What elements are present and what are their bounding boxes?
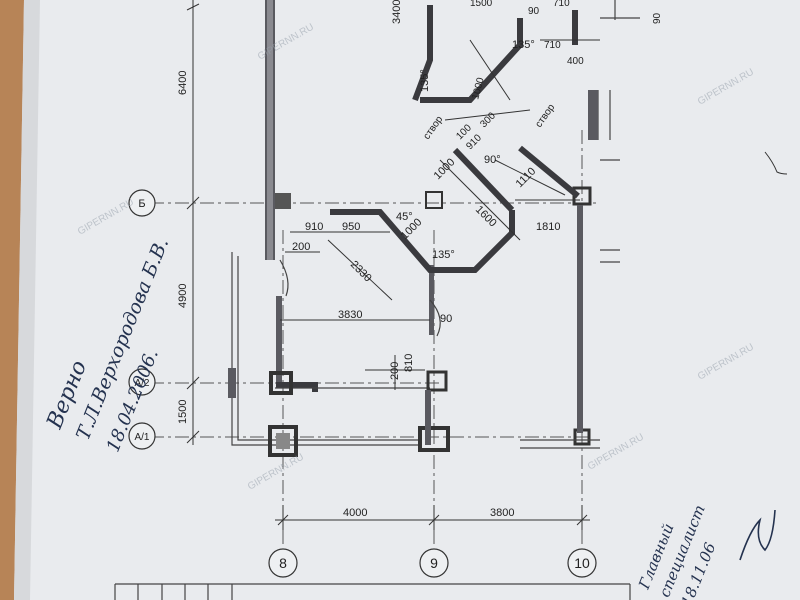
svg-text:А/2: А/2	[134, 378, 149, 389]
dim-910: 910	[305, 221, 323, 233]
axis-bubble-col-9: 9	[419, 548, 449, 578]
room-dimension-lines	[280, 39, 600, 390]
dim-200b: 200	[389, 362, 401, 380]
dim-top-90-a: 90	[528, 6, 540, 17]
angle-135-mid: 135°	[432, 249, 455, 261]
angle-135-top: 135°	[512, 39, 535, 51]
dim-1810: 1810	[536, 221, 560, 233]
axis-bubble-col-8: 8	[268, 548, 298, 578]
dim-710: 710	[544, 40, 561, 51]
dim-1500: 1500	[177, 400, 189, 424]
walls	[228, 0, 640, 457]
title-block-strip	[114, 583, 631, 600]
dim-3800: 3800	[490, 507, 514, 519]
angle-90: 90°	[484, 154, 501, 166]
dim-90-mid: 90	[440, 313, 452, 325]
dim-4900: 4900	[177, 284, 189, 308]
svg-text:9: 9	[430, 555, 438, 571]
axis-bubble-row-a2: А/2	[128, 368, 156, 396]
left-dimension-chain: 6400 4900 1500 3400	[177, 0, 403, 445]
axis-bubble-row-a1: А/1	[128, 422, 156, 450]
svg-text:10: 10	[574, 555, 590, 571]
dim-6400: 6400	[177, 71, 189, 95]
dim-950: 950	[342, 221, 360, 233]
dim-top-90-b: 90	[652, 12, 663, 24]
svg-text:8: 8	[279, 555, 287, 571]
signature-right	[739, 509, 776, 561]
dim-810: 810	[403, 354, 415, 372]
axis-bubble-row-b: Б	[128, 189, 156, 217]
bottom-dimension-chain: 4000 3800	[275, 505, 590, 530]
dim-top-710: 710	[553, 0, 570, 9]
svg-text:А/1: А/1	[134, 432, 149, 443]
door-swings	[279, 259, 441, 337]
dim-4000: 4000	[343, 507, 367, 519]
pencil-mark	[764, 151, 788, 175]
angle-135-left: 135°	[419, 69, 431, 92]
axis-bubble-col-10: 10	[567, 548, 597, 578]
dim-200a: 200	[292, 241, 310, 253]
dim-top-400: 400	[567, 56, 584, 67]
svg-text:Б: Б	[138, 198, 145, 210]
dim-top-1500: 1500	[470, 0, 493, 9]
dim-3400: 3400	[391, 0, 403, 24]
dim-3830: 3830	[338, 309, 362, 321]
paper	[14, 0, 800, 600]
angle-45: 45°	[396, 211, 413, 223]
paper-shadow	[14, 0, 40, 600]
